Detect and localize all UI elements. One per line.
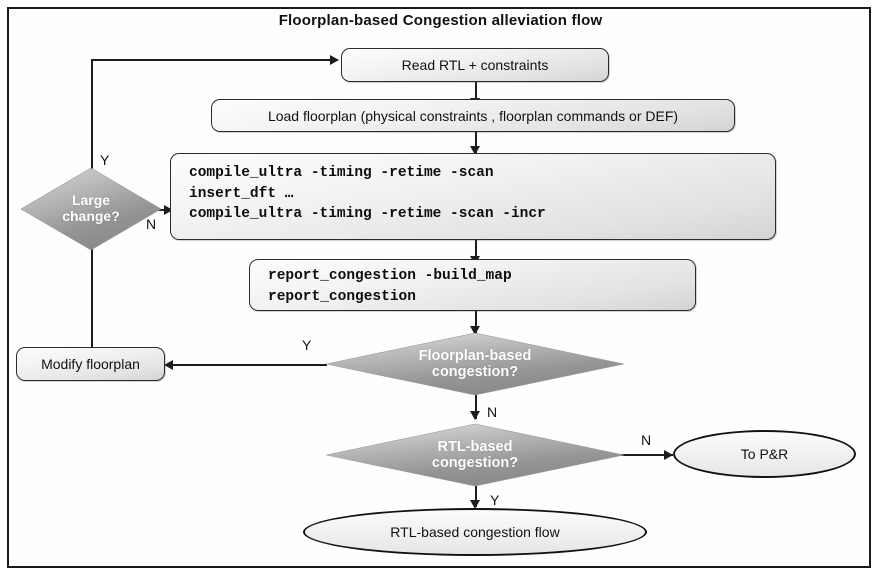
node-report-block[interactable]: report_congestion -build_map report_cong… [249, 259, 696, 311]
node-rtl-congestion[interactable]: RTL-based congestion? [326, 424, 624, 486]
arrowhead-report-to-fp-diamond [469, 326, 480, 335]
edge-label-rtl-congestion-no: N [641, 432, 652, 448]
node-report-block-line-1: report_congestion -build_map [268, 268, 512, 284]
node-floorplan-congestion[interactable]: Floorplan-based congestion? [326, 333, 624, 395]
edge-large-change-yes-up [91, 59, 93, 172]
arrowhead-large-change-no-to-compile [164, 204, 173, 215]
arrowhead-rtl-no-to-pnr [664, 449, 673, 460]
node-compile-block-line-3: compile_ultra -timing -retime -scan -inc… [189, 206, 546, 223]
edge-label-fp-congestion-no: N [487, 404, 498, 420]
node-to-pnr-label: To P&R [740, 446, 789, 462]
node-report-block-line-2: report_congestion [268, 288, 416, 305]
edge-read-to-load [475, 82, 477, 101]
arrowhead-load-to-compile [469, 146, 480, 155]
edge-load-to-compile [475, 131, 477, 153]
edge-rtl-no-to-pnr [621, 454, 673, 456]
node-load-floorplan-label: Load floorplan (physical constraints , f… [267, 107, 679, 124]
arrowhead-fp-no-to-rtl [469, 411, 480, 420]
arrowhead-rtl-yes-to-flow [469, 500, 480, 509]
node-compile-block-line-1: compile_ultra -timing -retime -scan [189, 165, 494, 181]
arrowhead-large-change-yes-to-read [330, 54, 339, 65]
node-load-floorplan[interactable]: Load floorplan (physical constraints , f… [211, 99, 735, 132]
edge-label-large-change-no: N [146, 216, 157, 232]
page-title: Floorplan-based Congestion alleviation f… [278, 12, 603, 29]
edge-modify-to-large-change [91, 224, 93, 347]
edge-report-to-fp-diamond [475, 311, 477, 333]
edge-rtl-yes-to-flow [475, 486, 477, 507]
arrowhead-fp-yes-to-modify [164, 359, 173, 370]
node-to-pnr[interactable]: To P&R [673, 430, 856, 478]
edge-label-rtl-congestion-yes: Y [490, 492, 500, 508]
large-change-diamond-shape [21, 168, 161, 250]
node-rtl-flow[interactable]: RTL-based congestion flow [303, 508, 647, 556]
edge-label-fp-congestion-yes: Y [302, 337, 312, 353]
node-large-change[interactable]: Large change? [21, 168, 161, 250]
edge-fp-no-to-rtl [475, 394, 477, 419]
edge-compile-to-report [475, 240, 477, 264]
node-rtl-flow-label: RTL-based congestion flow [390, 524, 560, 540]
edge-fp-yes-to-modify [172, 364, 327, 366]
node-read-rtl[interactable]: Read RTL + constraints [341, 48, 609, 82]
node-modify-floorplan-label: Modify floorplan [41, 356, 140, 372]
node-compile-block-line-2: insert_dft … [189, 185, 294, 202]
edge-label-large-change-yes: Y [100, 152, 110, 168]
floorplan-congestion-diamond-shape [326, 333, 624, 395]
node-read-rtl-label: Read RTL + constraints [401, 57, 549, 73]
rtl-congestion-diamond-shape [326, 424, 624, 486]
node-compile-block[interactable]: compile_ultra -timing -retime -scan inse… [170, 153, 776, 240]
edge-large-change-yes-right [91, 59, 335, 61]
node-modify-floorplan[interactable]: Modify floorplan [16, 347, 165, 381]
